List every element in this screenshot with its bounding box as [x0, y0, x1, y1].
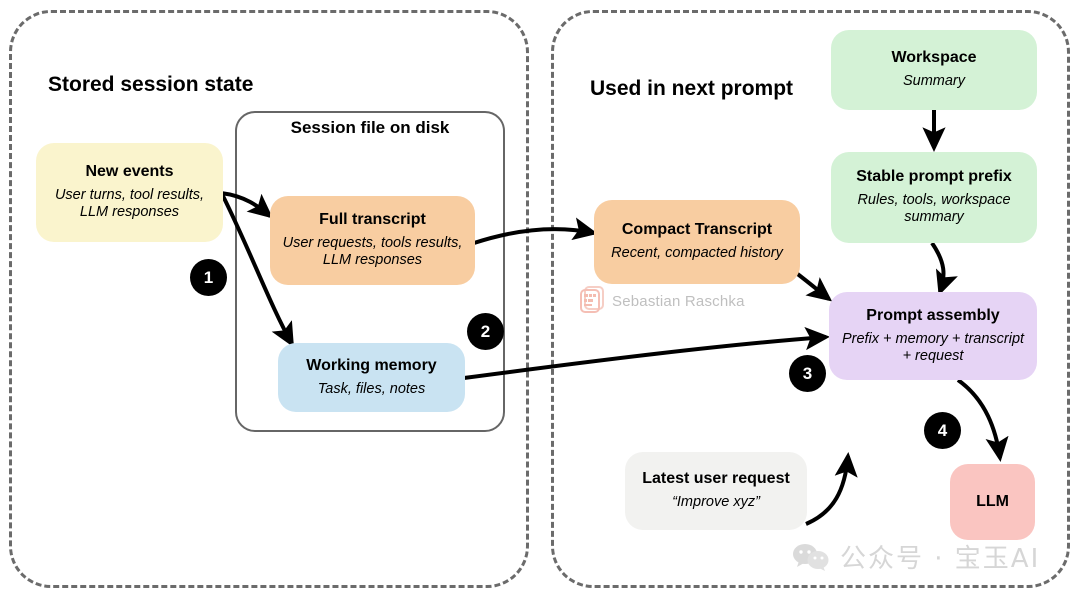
step-badge-3: 3 — [789, 355, 826, 392]
node-stable-prompt-prefix[interactable]: Stable prompt prefix Rules, tools, works… — [831, 152, 1037, 243]
node-llm-title: LLM — [976, 492, 1009, 510]
node-workspace[interactable]: Workspace Summary — [831, 30, 1037, 110]
node-latest-user-request-title: Latest user request — [642, 470, 790, 488]
node-latest-user-request[interactable]: Latest user request “Improve xyz” — [625, 452, 807, 530]
node-latest-user-request-subtitle: “Improve xyz” — [672, 494, 760, 511]
node-new-events-title: New events — [85, 163, 174, 181]
wechat-icon — [793, 543, 829, 571]
node-workspace-subtitle: Summary — [902, 73, 966, 90]
node-compact-transcript-title: Compact Transcript — [621, 221, 773, 239]
watermark-wechat-text: 公众号 · 宝玉AI — [840, 544, 1041, 574]
node-compact-transcript-subtitle: Recent, compacted history — [611, 245, 783, 262]
node-llm[interactable]: LLM — [950, 464, 1035, 540]
node-prompt-assembly[interactable]: Prompt assembly Prefix + memory + transc… — [829, 292, 1037, 380]
node-prompt-assembly-title: Prompt assembly — [866, 306, 1000, 324]
raschka-logo-icon — [580, 286, 604, 313]
watermark-wechat: 公众号 · 宝玉AI — [792, 538, 1040, 575]
watermark-author: Sebastian Raschka — [578, 286, 745, 316]
node-workspace-title: Workspace — [891, 49, 977, 67]
node-stable-prompt-prefix-title: Stable prompt prefix — [856, 168, 1012, 186]
panel-title-stored-session-state: Stored session state — [48, 73, 254, 96]
node-full-transcript[interactable]: Full transcript User requests, tools res… — [270, 196, 475, 285]
node-working-memory-subtitle: Task, files, notes — [317, 380, 426, 397]
node-new-events-subtitle: User turns, tool results, LLM responses — [54, 187, 205, 221]
step-badge-2: 2 — [467, 313, 504, 350]
node-new-events[interactable]: New events User turns, tool results, LLM… — [36, 143, 223, 242]
node-prompt-assembly-subtitle: Prefix + memory + transcript + request — [841, 330, 1025, 364]
node-compact-transcript[interactable]: Compact Transcript Recent, compacted his… — [594, 200, 800, 284]
node-working-memory-title: Working memory — [306, 356, 437, 374]
panel-stored-session-state — [9, 10, 529, 588]
panel-used-in-next-prompt — [551, 10, 1070, 588]
node-full-transcript-subtitle: User requests, tools results, LLM respon… — [282, 235, 463, 269]
step-badge-1: 1 — [190, 259, 227, 296]
session-file-on-disk-title: Session file on disk — [290, 118, 450, 137]
panel-title-used-in-next-prompt: Used in next prompt — [590, 77, 794, 100]
watermark-author-text: Sebastian Raschka — [612, 292, 745, 310]
node-stable-prompt-prefix-subtitle: Rules, tools, workspace summary — [857, 192, 1011, 226]
step-badge-4: 4 — [924, 412, 961, 449]
node-full-transcript-title: Full transcript — [319, 211, 426, 229]
node-working-memory[interactable]: Working memory Task, files, notes — [278, 343, 465, 412]
